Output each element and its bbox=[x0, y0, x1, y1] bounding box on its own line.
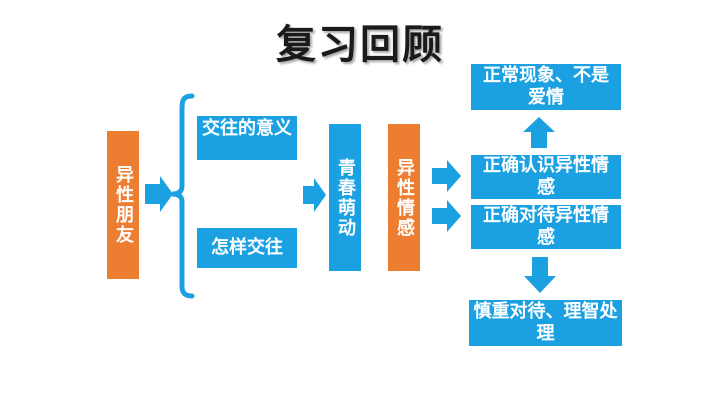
arrow-right-icon bbox=[145, 176, 173, 212]
node-qingchun-mengdong: 青春萌动 bbox=[329, 124, 361, 271]
arrow-right-icon bbox=[432, 200, 461, 232]
arrow-right-icon bbox=[303, 178, 326, 212]
node-zhengchang-xianxiang: 正常现象、不是爱情 bbox=[471, 64, 621, 110]
node-yixing-qinggan: 异性情感 bbox=[388, 124, 420, 271]
arrow-up-icon bbox=[523, 117, 555, 148]
arrow-down-icon bbox=[524, 257, 556, 293]
node-shenzhong-duidai: 慎重对待、理智处理 bbox=[469, 300, 622, 346]
node-zhengque-duidai: 正确对待异性情感 bbox=[471, 205, 621, 249]
node-zenyang-jiaowang: 怎样交往 bbox=[197, 228, 297, 268]
brace-icon bbox=[171, 93, 195, 299]
node-yixing-pengyou: 异性朋友 bbox=[107, 131, 139, 279]
node-jiaowang-yiyi: 交往的意义 bbox=[197, 116, 297, 160]
page-title: 复习回顾 bbox=[276, 22, 444, 68]
node-zhengque-renshi: 正确认识异性情感 bbox=[471, 155, 621, 199]
arrow-right-icon bbox=[432, 160, 461, 192]
